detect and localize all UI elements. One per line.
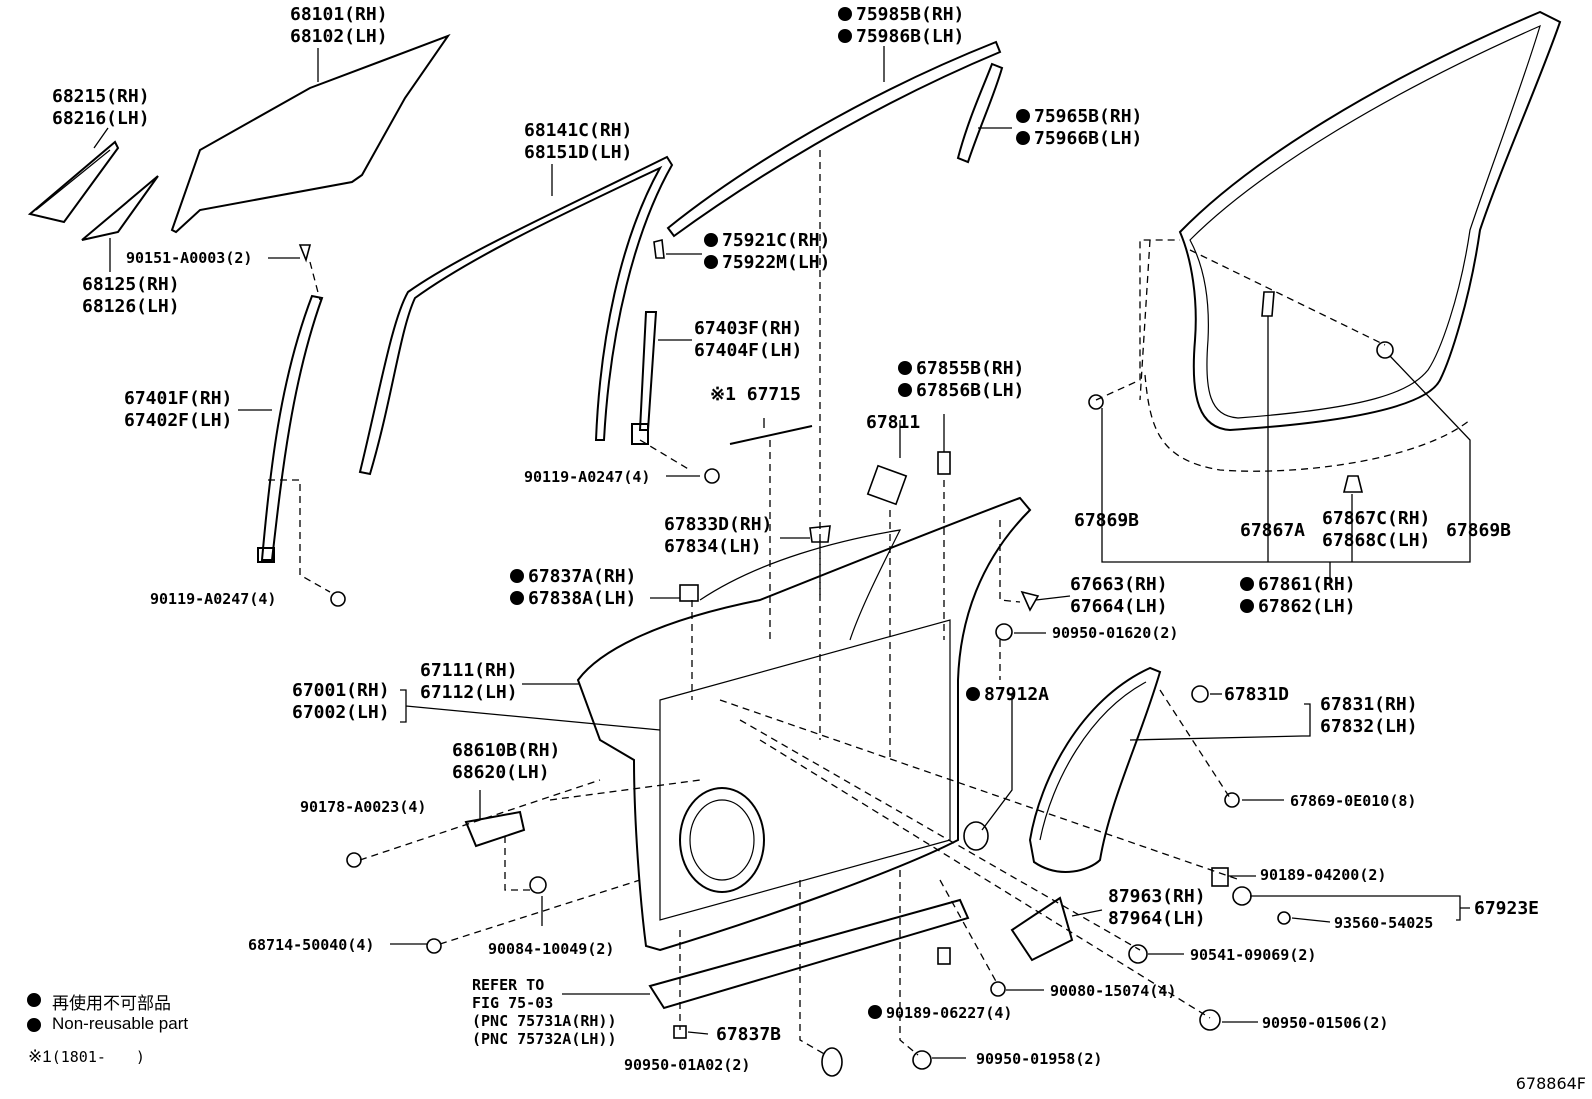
label-90151: 90151-A0003(2) bbox=[126, 249, 253, 267]
label-90189-b: 90189-06227(4) bbox=[868, 1004, 1012, 1023]
label-67869b-right: 67869B bbox=[1446, 520, 1512, 541]
label-90950-a: 90950-01620(2) bbox=[1052, 624, 1179, 642]
legend-note-text: (1801- ) bbox=[51, 1048, 145, 1066]
label-90950-c: 90950-01958(2) bbox=[976, 1050, 1103, 1068]
rear-channel bbox=[631, 311, 658, 445]
label-68141: 68141C(RH)68151D(LH) bbox=[524, 120, 633, 163]
label-67811: 67811 bbox=[866, 412, 921, 433]
lower-moulding bbox=[648, 898, 970, 1010]
legend-non-reusable-jp: 再使用不可部品 bbox=[52, 994, 171, 1013]
label-87912: 87912A bbox=[966, 684, 1049, 706]
label-67833: 67833D(RH)67834(LH) bbox=[664, 514, 773, 557]
leader-lines bbox=[93, 46, 1471, 1059]
label-67403: 67403F(RH)67404F(LH) bbox=[694, 318, 803, 361]
label-67001: 67001(RH)67002(LH) bbox=[292, 680, 390, 723]
legend-note: ※1(1801- ) bbox=[28, 1046, 145, 1067]
label-67837b: 67837B bbox=[716, 1024, 782, 1045]
label-68610: 68610B(RH)68620(LH) bbox=[452, 740, 561, 783]
label-67663: 67663(RH)67664(LH) bbox=[1070, 574, 1168, 617]
door-lock bbox=[1010, 896, 1074, 962]
label-90119-b: 90119-A0247(4) bbox=[524, 468, 651, 486]
label-67111: 67111(RH)67112(LH) bbox=[420, 660, 518, 703]
label-67831d: 67831D bbox=[1224, 684, 1290, 705]
belt-moulding bbox=[666, 40, 1002, 238]
label-67867c: 67867C(RH)67868C(LH) bbox=[1322, 508, 1431, 551]
quarter-glass bbox=[81, 175, 159, 241]
label-68215: 68215(RH)68216(LH) bbox=[52, 86, 150, 129]
glass-run bbox=[358, 155, 674, 476]
label-68101: 68101(RH)68102(LH) bbox=[290, 4, 388, 47]
door-hinge bbox=[464, 810, 526, 848]
label-67869b-left: 67869B bbox=[1074, 510, 1140, 531]
label-67401: 67401F(RH)67402F(LH) bbox=[124, 388, 233, 431]
label-67923: 67923E bbox=[1474, 898, 1540, 919]
label-90084: 90084-10049(2) bbox=[488, 940, 615, 958]
label-75921: 75921C(RH)75922M(LH) bbox=[704, 230, 830, 274]
door-panel bbox=[576, 496, 1032, 952]
label-90950-b: 90950-01506(2) bbox=[1262, 1014, 1389, 1032]
label-67855: 67855B(RH)67856B(LH) bbox=[898, 358, 1024, 402]
front-pillar-channel bbox=[257, 294, 324, 563]
label-93560: 93560-54025 bbox=[1334, 914, 1434, 932]
label-67867a: 67867A bbox=[1240, 520, 1306, 541]
label-68714: 68714-50040(4) bbox=[248, 936, 375, 954]
upper-garnish bbox=[956, 62, 1004, 164]
door-glass bbox=[170, 33, 451, 234]
label-90189-a: 90189-04200(2) bbox=[1260, 866, 1387, 884]
label-67869-0e010: 67869-0E010(8) bbox=[1290, 792, 1417, 810]
label-87963: 87963(RH)87964(LH) bbox=[1108, 886, 1206, 929]
label-90541: 90541-09069(2) bbox=[1190, 946, 1317, 964]
label-75985: 75985B(RH)75986B(LH) bbox=[838, 4, 964, 48]
fasteners bbox=[298, 239, 1394, 1077]
label-90119-a: 90119-A0247(4) bbox=[150, 590, 277, 608]
quarter-glass-seal bbox=[27, 140, 120, 224]
legend-note-mark: ※1 bbox=[28, 1047, 52, 1066]
door-weatherstrip bbox=[1139, 10, 1562, 472]
label-67831: 67831(RH)67832(LH) bbox=[1320, 694, 1418, 737]
label-67715: ※1 67715 bbox=[710, 384, 801, 405]
legend-dot-en bbox=[27, 1018, 41, 1032]
label-67837a: 67837A(RH)67838A(LH) bbox=[510, 566, 636, 610]
label-90178: 90178-A0023(4) bbox=[300, 798, 427, 816]
legend-dot-jp bbox=[27, 993, 41, 1007]
diagram-id: 678864F bbox=[1515, 1074, 1586, 1093]
door-trim-panel bbox=[1028, 666, 1162, 873]
label-90080: 90080-15074(4) bbox=[1050, 982, 1177, 1000]
assembly-lines bbox=[268, 150, 1386, 1056]
label-68125: 68125(RH)68126(LH) bbox=[82, 274, 180, 317]
legend-non-reusable-en: Non-reusable part bbox=[52, 1014, 189, 1033]
label-67861: 67861(RH)67862(LH) bbox=[1240, 574, 1356, 618]
label-90950-d: 90950-01A02(2) bbox=[624, 1056, 751, 1074]
label-75965: 75965B(RH)75966B(LH) bbox=[1016, 106, 1142, 150]
